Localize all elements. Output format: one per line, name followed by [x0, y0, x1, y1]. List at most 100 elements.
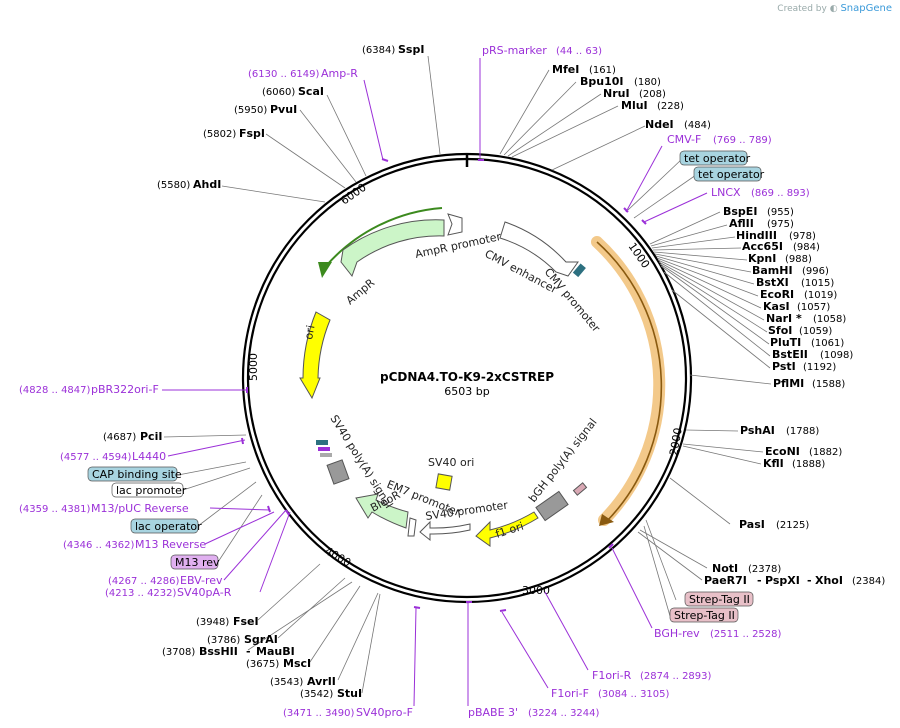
svg-text:(4687): (4687): [103, 432, 136, 443]
bgh-polya-label: bGH poly(A) signal: [526, 416, 599, 505]
boxed-labels: tet operator tet operator CAP binding si…: [87, 150, 765, 623]
svg-text:(1061): (1061): [811, 338, 844, 349]
site-fsei: FseI: [233, 615, 259, 628]
ampr-feature: [340, 219, 445, 278]
site-maubi: MauBI: [256, 645, 295, 658]
svg-text:(1058): (1058): [813, 314, 846, 325]
site-aflii: AflII: [729, 217, 754, 230]
primer-pbabe-3: pBABE 3': [468, 706, 518, 719]
site-bpu10i: Bpu10I: [580, 75, 624, 88]
cmv-promoter-label: CMV promoter: [542, 266, 603, 335]
lac-mark-1: [316, 440, 328, 445]
site-pluti: PluTI: [770, 336, 801, 349]
primer-f1ori-f: F1ori-F: [551, 687, 589, 700]
strep-tag-box-1: [684, 591, 754, 607]
svg-text:(161): (161): [589, 65, 616, 76]
bgh-polya-feature: [535, 490, 569, 522]
leader-lines-left: [163, 55, 441, 694]
svg-text:(2384): (2384): [852, 576, 885, 587]
plasmid-length: 6503 bp: [444, 385, 489, 398]
svg-text:(869 .. 893): (869 .. 893): [751, 188, 810, 199]
svg-text:(1882): (1882): [809, 447, 842, 458]
site-hindiii: HindIII: [736, 229, 777, 242]
site-kasi: KasI: [763, 300, 790, 313]
svg-text:(2511 .. 2528): (2511 .. 2528): [710, 629, 782, 640]
svg-text:(5802): (5802): [203, 129, 236, 140]
svg-text:(955): (955): [767, 207, 794, 218]
right-site-labels: MfeI(161) Bpu10I(180) NruI(208) MluI(228…: [552, 63, 885, 587]
primer-m13-reverse: M13 Reverse: [135, 538, 206, 551]
strep-tag-mark: [572, 482, 588, 496]
site-acc65i: Acc65I: [742, 240, 783, 253]
ampr-outer-arrow-head: [318, 262, 332, 278]
svg-text:(4346 .. 4362): (4346 .. 4362): [63, 540, 135, 551]
svg-text:(180): (180): [634, 77, 661, 88]
svg-text:(3708): (3708): [162, 647, 195, 658]
site-scai: ScaI: [298, 85, 324, 98]
site-psti: PstI: [772, 360, 796, 373]
svg-text:CAP binding site: CAP binding site: [92, 468, 182, 481]
site-sspi: SspI: [398, 43, 424, 56]
site-mfei: MfeI: [552, 63, 579, 76]
tick-3000: 3000: [522, 584, 550, 597]
site-stui: StuI: [337, 687, 362, 700]
m13-rev-box: [170, 554, 219, 570]
left-site-labels: (6384)SspI (6060)ScaI (5950)PvuI (5802)F…: [103, 43, 424, 700]
svg-text:(6130 .. 6149): (6130 .. 6149): [248, 69, 320, 80]
bleor-feature: [355, 493, 409, 529]
f1-ori-label: f1 ori: [494, 520, 525, 541]
site-ndei: NdeI: [645, 118, 674, 131]
svg-text:(208): (208): [639, 89, 666, 100]
svg-text:(1015): (1015): [801, 278, 834, 289]
site-nrui: NruI: [603, 87, 630, 100]
ampr-outer-arrow: [325, 207, 443, 267]
svg-text:(4359 .. 4381): (4359 .. 4381): [19, 504, 91, 515]
svg-text:(4213 .. 4232): (4213 .. 4232): [105, 588, 177, 599]
ampr-promoter-feature: [447, 213, 463, 236]
svg-text:(1019): (1019): [804, 290, 837, 301]
orf-arrow-line: [596, 241, 663, 523]
svg-text:(975): (975): [767, 219, 794, 230]
svg-text:(6060): (6060): [262, 87, 295, 98]
site-pshai: PshAI: [740, 424, 775, 437]
site-pvui: PvuI: [270, 103, 297, 116]
svg-text:(3948): (3948): [196, 617, 229, 628]
site-kfli: KflI: [763, 457, 784, 470]
svg-text:(2378): (2378): [748, 564, 781, 575]
svg-text:(3224 .. 3244): (3224 .. 3244): [528, 708, 600, 719]
orf-highlight: [591, 236, 666, 526]
svg-text:Strep-Tag II: Strep-Tag II: [674, 609, 735, 622]
svg-text:(1788): (1788): [786, 426, 819, 437]
site-sfoi: SfoI: [768, 324, 792, 337]
svg-text:(1888): (1888): [792, 459, 825, 470]
svg-text:(3542): (3542): [300, 689, 333, 700]
svg-text:(769 .. 789): (769 .. 789): [713, 135, 772, 146]
sv40-promoter-feature: [419, 520, 471, 542]
svg-text:(484): (484): [684, 120, 711, 131]
site-pcii: PciI: [140, 430, 162, 443]
site-xhoi: XhoI: [815, 574, 843, 587]
lac-mark-3: [320, 453, 332, 457]
svg-text:(2125): (2125): [776, 520, 809, 531]
primer-prs-marker: pRS-marker: [482, 44, 547, 57]
sv40-ori-label: SV40 ori: [428, 456, 474, 469]
svg-text:M13 rev: M13 rev: [175, 556, 220, 569]
svg-text:-: -: [246, 645, 251, 658]
svg-text:(996): (996): [802, 266, 829, 277]
sv40-polya-feature: [326, 459, 350, 485]
f1-ori-feature: [475, 511, 539, 547]
site-bamhi: BamHI: [752, 264, 793, 277]
ori-label: ori: [302, 324, 317, 340]
primer-amp-r: Amp-R: [321, 67, 358, 80]
svg-text:(3786): (3786): [207, 635, 240, 646]
svg-text:(1057): (1057): [797, 302, 830, 313]
leader-lines-features: [177, 158, 697, 617]
snapgene-credit: Created by ◐ SnapGene: [777, 3, 892, 14]
svg-text:(1192): (1192): [803, 362, 836, 373]
site-avrii: AvrII: [307, 675, 336, 688]
cmv-feature: [499, 221, 579, 277]
svg-text:lac operator: lac operator: [135, 520, 202, 533]
lac-operator-box: [130, 518, 199, 534]
site-mlui: MluI: [621, 99, 648, 112]
svg-text:(3084 .. 3105): (3084 .. 3105): [598, 689, 670, 700]
